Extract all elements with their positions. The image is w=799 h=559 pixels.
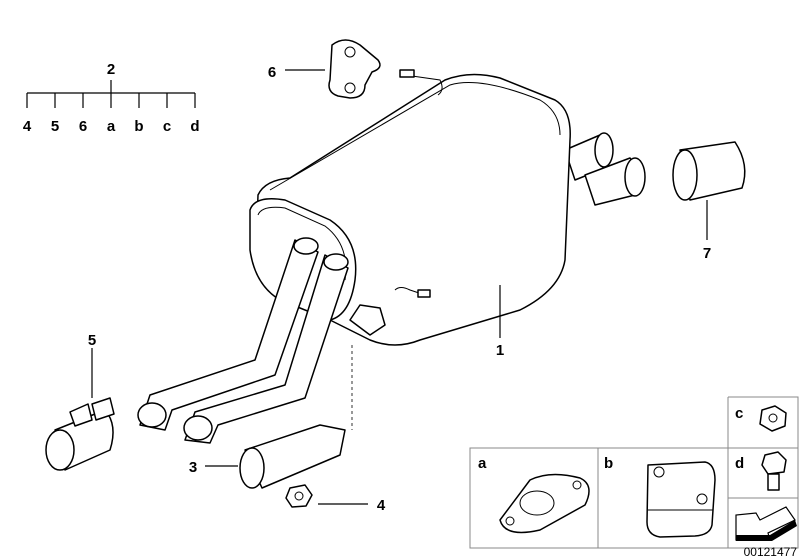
direction-arrow-icon [735,506,797,541]
tree-child-label: 4 [23,118,32,135]
nut-c [759,405,787,432]
index-tree: 2 4 5 6 a b c d [23,61,200,135]
tree-root-label: 2 [107,61,115,78]
tree-child-label: 5 [51,118,59,135]
inset-table: a b c d [469,396,799,549]
diagram-code: 00121477 [744,545,798,559]
rubber-mount-b [646,461,716,538]
callout-3: 3 [189,459,197,476]
tree-child-label: 6 [79,118,87,135]
inset-label-c: c [735,405,743,422]
bolt-d [761,451,787,491]
callout-1: 1 [496,342,504,359]
pipe-3 [239,424,346,489]
exhaust-tip-7 [672,141,746,201]
rubber-mount-6 [328,39,381,99]
inset-label-d: d [735,455,744,472]
gasket-a [499,473,590,534]
tree-child-label: c [163,118,171,135]
nut-4 [285,484,313,508]
tree-child-label: a [107,118,116,135]
callout-6: 6 [268,64,276,81]
clamp-5 [45,397,115,471]
callout-4: 4 [377,497,386,514]
tailpipes [564,132,646,206]
tree-child-label: d [190,118,199,135]
tree-child-label: b [134,118,143,135]
inset-label-b: b [604,455,613,472]
callout-7: 7 [703,245,711,262]
inlet-pipes [137,237,349,444]
callout-5: 5 [88,332,96,349]
inset-label-a: a [478,455,487,472]
